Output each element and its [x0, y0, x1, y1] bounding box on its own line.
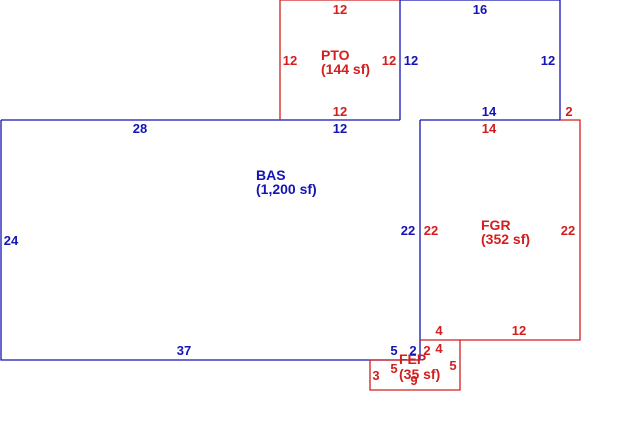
fgr-size: (352 sf) — [481, 231, 530, 247]
pto-code: PTO — [321, 47, 350, 63]
bas-left-wall — [0, 120, 420, 361]
dim-bas-top-left: 28 — [133, 121, 147, 136]
dim-bas-top-mid: 12 — [333, 121, 347, 136]
dim-pto-top: 12 — [333, 2, 347, 17]
dim-fgr-right: 22 — [561, 223, 575, 238]
fep-code: FEP — [399, 351, 426, 367]
dim-fep-right-5: 5 — [449, 358, 456, 373]
pto-size: (144 sf) — [321, 61, 370, 77]
dim-bas-bottom-5: 5 — [390, 343, 397, 358]
dim-upper-bottom: 14 — [482, 104, 497, 119]
upper-room-outline — [400, 0, 561, 121]
bas-size: (1,200 sf) — [256, 181, 317, 197]
dimension-labels: 12 16 12 12 12 12 12 14 2 28 12 14 24 22… — [4, 2, 575, 388]
dim-pto-left: 12 — [283, 53, 297, 68]
dim-bas-left: 24 — [4, 233, 19, 248]
dim-bas-right: 22 — [401, 223, 415, 238]
bas-code: BAS — [256, 167, 286, 183]
dim-fgr-top: 14 — [482, 121, 497, 136]
dim-fep-bottom: 9 — [410, 373, 417, 388]
fep-size: (35 sf) — [399, 366, 440, 382]
dim-upper-left: 12 — [404, 53, 418, 68]
pto-outline — [279, 0, 400, 120]
dim-pto-bottom: 12 — [333, 104, 347, 119]
dim-upper-right: 12 — [541, 53, 555, 68]
dim-pto-right: 12 — [382, 53, 396, 68]
dim-fgr-corner: 2 — [565, 104, 572, 119]
dim-fep-4: 4 — [435, 341, 443, 356]
dim-fgr-bottom-left: 4 — [435, 323, 443, 338]
red-outlines — [279, 0, 581, 391]
area-labels: PTO (144 sf) BAS (1,200 sf) FGR (352 sf)… — [256, 47, 530, 382]
dim-bas-bottom: 37 — [177, 343, 191, 358]
dim-fgr-bottom-right: 12 — [512, 323, 526, 338]
dim-fep-left-5: 5 — [390, 361, 397, 376]
fgr-outline — [460, 119, 581, 341]
dim-bas-bottom-2: 2 — [409, 343, 416, 358]
dim-fep-2: 2 — [423, 343, 430, 358]
blue-outlines — [0, 0, 561, 361]
dim-fep-left: 3 — [372, 368, 379, 383]
fgr-code: FGR — [481, 217, 511, 233]
fep-outline — [369, 339, 461, 391]
dim-upper-top: 16 — [473, 2, 487, 17]
dim-fgr-left: 22 — [424, 223, 438, 238]
